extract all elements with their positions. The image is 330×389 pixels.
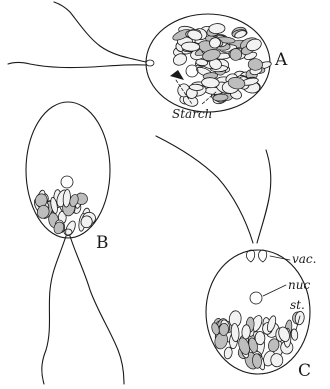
cell-b-starch-grains (33, 188, 96, 237)
cell-c: vac. nuc st. C (156, 136, 316, 381)
vac-label: vac. (292, 252, 316, 266)
cell-b-nucleus (61, 176, 73, 188)
cell-a-starch-grain (248, 58, 263, 70)
cell-c-starch-grains (210, 310, 305, 371)
label-c: C (298, 361, 311, 381)
cell-c-vacuole-right (258, 250, 266, 262)
cell-b-flagellum-2 (70, 236, 124, 384)
cell-a-starch-marker (170, 70, 184, 80)
cell-a: Starch A (8, 2, 288, 121)
nuc-pointer (263, 285, 286, 296)
cell-b-body (26, 102, 110, 238)
cell-b: B (26, 102, 124, 384)
cell-c-starch-grain (291, 329, 299, 341)
cell-b-flagellum-1 (42, 236, 66, 384)
cell-a-starch-grain (209, 23, 226, 34)
label-a: A (274, 50, 288, 70)
cell-c-nucleus (250, 292, 262, 304)
st-label: st. (290, 298, 305, 312)
cell-a-nucleus (186, 65, 198, 77)
cell-c-flagellum-1 (156, 136, 253, 243)
vac-pointer (270, 256, 290, 260)
cell-c-flagellum-2 (257, 150, 271, 243)
cell-a-flagellum-2 (8, 63, 146, 68)
label-b: B (96, 233, 109, 253)
nuc-label: nuc (288, 278, 310, 292)
cell-a-flagellum-1 (54, 2, 146, 62)
starch-label: Starch (172, 107, 212, 121)
cell-a-vacuole (146, 60, 154, 66)
cell-a-starch-grains (171, 23, 272, 108)
cell-c-vacuole-left (246, 250, 254, 262)
